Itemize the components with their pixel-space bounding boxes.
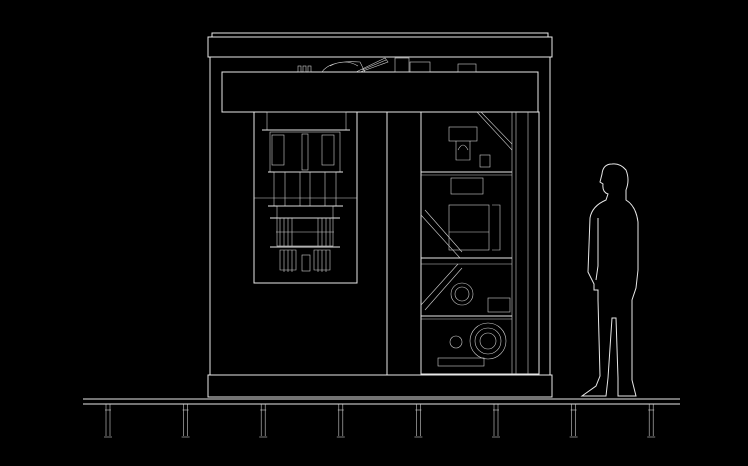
cabinet xyxy=(207,32,553,398)
control-panel xyxy=(437,357,485,367)
floor-leg xyxy=(414,404,423,438)
cryostat-shell xyxy=(253,111,358,284)
compressor xyxy=(448,204,490,251)
cabinet-top-cap xyxy=(211,32,549,38)
top-header-box xyxy=(221,71,539,113)
top-equipment xyxy=(297,57,477,73)
floor-leg xyxy=(104,404,112,438)
floor-leg xyxy=(492,404,500,438)
equipment-rack xyxy=(420,111,540,375)
floor-legs xyxy=(104,404,656,438)
pump xyxy=(448,126,478,142)
floor-leg xyxy=(647,404,656,438)
coil xyxy=(450,282,474,306)
floor-leg xyxy=(181,404,190,438)
floor-leg xyxy=(336,404,345,438)
cabinet-base xyxy=(207,374,553,398)
rack-frame xyxy=(420,111,540,375)
cabinet-top-band xyxy=(207,36,553,58)
floor-leg xyxy=(259,404,268,438)
raised-floor xyxy=(83,398,680,438)
cryostat xyxy=(253,111,358,284)
coil-large xyxy=(469,322,507,360)
floor-leg xyxy=(569,404,578,438)
human-silhouette xyxy=(580,163,639,397)
dilution-refrigerator-chandelier xyxy=(268,131,343,272)
